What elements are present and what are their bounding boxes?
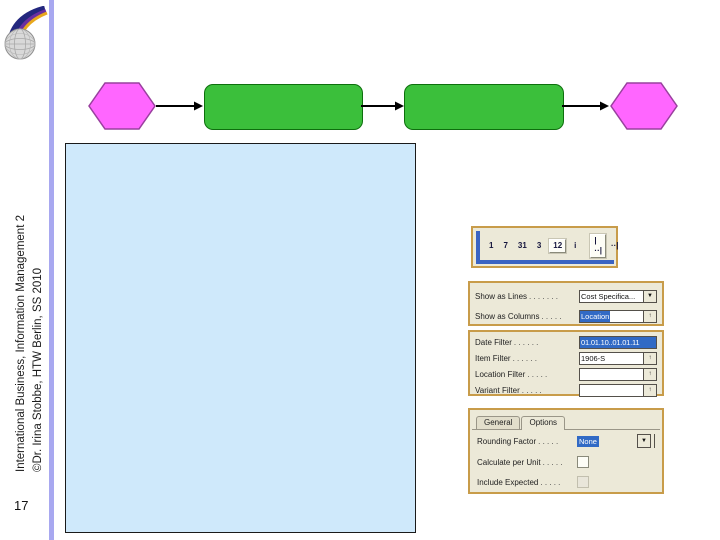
show-as-panel: Show as Lines . . . . . . . Cost Specifi… — [468, 281, 664, 326]
show-as-lines-combobox[interactable]: Cost Specifica... ▼ — [579, 289, 657, 303]
period-year-button[interactable]: 12 — [549, 238, 567, 253]
footer-course-title: International Business, Information Mana… — [15, 215, 27, 472]
calculate-per-unit-row: Calculate per Unit . . . . . — [472, 452, 660, 472]
period-quarter-button[interactable]: 3 — [536, 240, 542, 250]
field-label: Location Filter — [475, 369, 526, 379]
flow-end-hexagon — [610, 82, 678, 130]
period-day-button[interactable]: 1 — [489, 240, 494, 250]
show-as-lines-row: Show as Lines . . . . . . . Cost Specifi… — [470, 286, 662, 306]
flow-process-box-1 — [204, 84, 363, 130]
item-filter-input[interactable]: 1906-S ↑ — [579, 351, 657, 365]
flow-process-box-2 — [404, 84, 564, 130]
item-filter-row: Item Filter . . . . . . 1906-S ↑ — [470, 350, 662, 366]
location-filter-row: Location Filter . . . . . ↑ — [470, 366, 662, 382]
arrow-up-lookup-icon[interactable]: ↑ — [643, 384, 656, 396]
variant-filter-row: Variant Filter . . . . . ↑ — [470, 382, 662, 398]
field-label: Item Filter — [475, 353, 511, 363]
arrow-up-lookup-icon[interactable]: ↑ — [643, 310, 656, 322]
field-label: Rounding Factor — [477, 436, 537, 446]
dot-leader: . . . . . — [541, 311, 562, 321]
period-accounting-button[interactable]: i — [574, 240, 577, 250]
options-panel: General Options Rounding Factor . . . . … — [468, 408, 664, 494]
flow-arrow-icon — [156, 101, 203, 111]
date-filter-input[interactable]: 01.01.10..01.01.11 — [579, 335, 657, 349]
tab-bar: General Options — [470, 410, 662, 430]
net-change-button[interactable]: |··| — [590, 233, 606, 258]
window-edge-line — [654, 434, 655, 448]
show-as-columns-row: Show as Columns . . . . . Location ↑ — [470, 306, 662, 326]
include-expected-row: Include Expected . . . . . — [472, 472, 660, 492]
dot-leader: . . . . . . — [512, 353, 538, 363]
period-toolbar-panel: 1 7 31 3 12 i |··| ··| — [471, 226, 619, 268]
amount-type-group: |··| ··| — [590, 233, 620, 258]
flow-arrow-icon — [361, 101, 404, 111]
period-month-button[interactable]: 31 — [517, 240, 527, 250]
page-number: 17 — [14, 498, 29, 513]
calculate-per-unit-checkbox[interactable] — [577, 456, 589, 468]
flow-arrow-icon — [562, 101, 609, 111]
chevron-down-icon[interactable]: ▼ — [637, 434, 651, 448]
arrow-up-lookup-icon[interactable]: ↑ — [643, 352, 656, 364]
footer-copyright: ©Dr. Irina Stobbe, HTW Berlin, SS 2010 — [32, 267, 44, 472]
dot-leader: . . . . . — [521, 385, 542, 395]
dot-leader: . . . . . . — [513, 337, 539, 347]
rounding-factor-value[interactable]: None — [577, 435, 599, 447]
slide-footer-rotated: International Business, Information Mana… — [13, 132, 47, 472]
globe-swoosh-logo-icon — [4, 6, 48, 60]
arrow-up-lookup-icon[interactable]: ↑ — [643, 368, 656, 380]
window-corner-border: 1 7 31 3 12 i |··| ··| — [476, 231, 619, 264]
include-expected-checkbox[interactable] — [577, 476, 589, 488]
rounding-factor-row: Rounding Factor . . . . . None ▼ — [472, 430, 660, 452]
flow-start-hexagon — [88, 82, 156, 130]
show-as-columns-input[interactable]: Location ↑ — [579, 309, 657, 323]
location-filter-input[interactable]: ↑ — [579, 367, 657, 381]
sidebar-accent-line — [49, 0, 54, 540]
content-placeholder-box — [65, 143, 416, 533]
filter-panel: Date Filter . . . . . . 01.01.10..01.01.… — [468, 330, 664, 398]
period-week-button[interactable]: 7 — [503, 240, 508, 250]
dot-leader: . . . . . . . — [529, 291, 558, 301]
variant-filter-input[interactable]: ↑ — [579, 383, 657, 397]
field-label: Variant Filter — [475, 385, 520, 395]
field-label: Date Filter — [475, 337, 512, 347]
balance-at-date-button[interactable]: ··| — [610, 240, 619, 250]
dot-leader: . . . . . — [538, 436, 559, 446]
field-label: Show as Columns — [475, 311, 540, 321]
dot-leader: . . . . . — [542, 457, 563, 467]
dot-leader: . . . . . — [540, 477, 561, 487]
tab-general[interactable]: General — [476, 416, 521, 429]
field-label: Calculate per Unit — [477, 457, 541, 467]
date-filter-row: Date Filter . . . . . . 01.01.10..01.01.… — [470, 334, 662, 350]
chevron-down-icon[interactable]: ▼ — [643, 290, 656, 302]
tab-content: Rounding Factor . . . . . None ▼ Calcula… — [472, 429, 660, 492]
field-label: Show as Lines — [475, 291, 528, 301]
field-label: Include Expected — [477, 477, 539, 487]
dot-leader: . . . . . — [527, 369, 548, 379]
tab-options[interactable]: Options — [521, 416, 566, 430]
